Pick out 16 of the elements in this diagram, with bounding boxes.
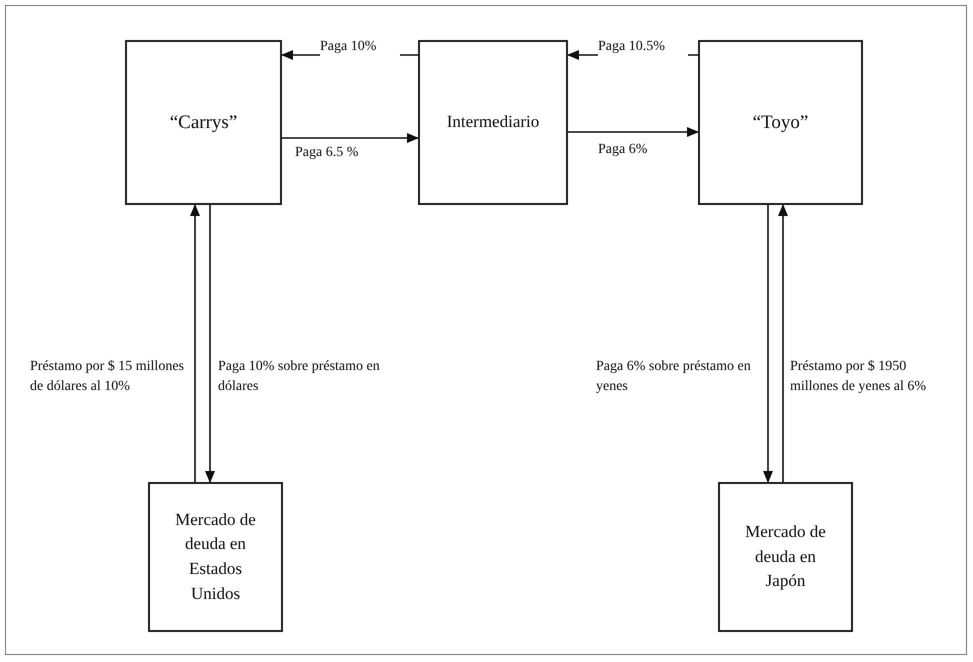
arrow: [778, 204, 788, 482]
arrow: [763, 205, 773, 483]
box-label: “Toyo”: [752, 110, 808, 135]
arrow: [205, 205, 215, 483]
entity-box: [148, 482, 283, 632]
entity-box: [418, 40, 568, 205]
entity-box: [718, 482, 853, 632]
box-label: Intermediario: [446, 111, 540, 134]
arrow: [190, 204, 200, 482]
box-label: Mercado de deuda en Estados Unidos: [174, 508, 257, 605]
box-label: “Carrys”: [170, 110, 238, 135]
arrow: [282, 133, 419, 143]
entity-box: [125, 40, 282, 205]
arrow: [568, 127, 699, 137]
box-label: Mercado de deuda en Japón: [744, 521, 827, 592]
entity-box: [698, 40, 863, 205]
